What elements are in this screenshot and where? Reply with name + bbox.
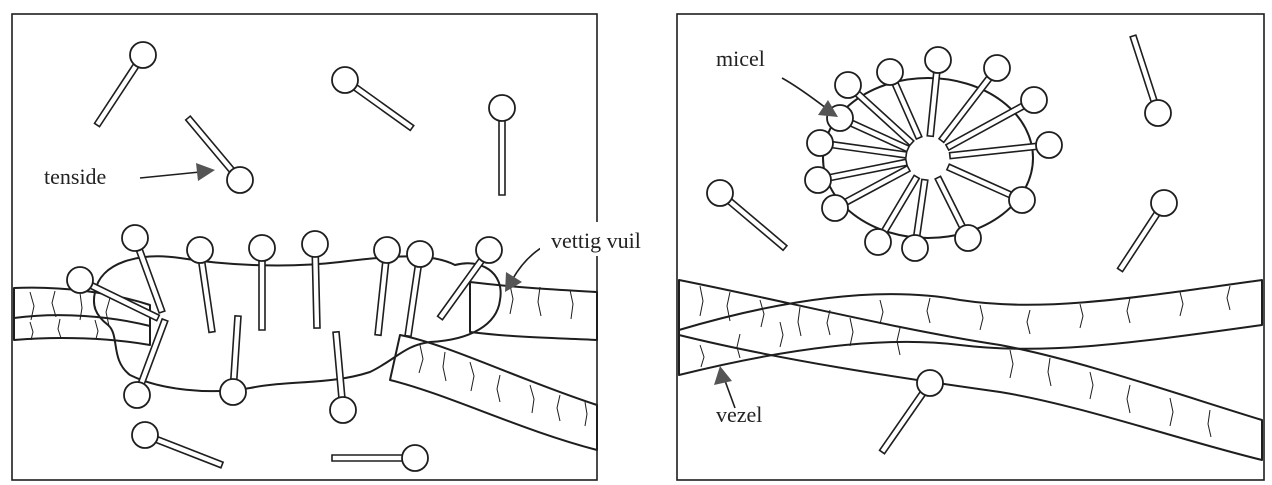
hydrophobic-tail	[939, 76, 991, 142]
hydrophobic-tail	[259, 261, 265, 330]
surfactant-molecule	[220, 316, 246, 405]
hydrophobic-tail	[914, 179, 928, 235]
hydrophilic-head	[489, 95, 515, 121]
hydrophobic-tail	[332, 455, 402, 461]
hydrophilic-head	[132, 422, 158, 448]
hydrophobic-tail	[947, 164, 1011, 197]
micel-arrow	[782, 78, 838, 117]
surfactant-molecule	[124, 319, 168, 408]
hydrophilic-head	[187, 237, 213, 263]
surfactant-molecule	[94, 42, 156, 127]
fat-droplet	[94, 256, 501, 391]
micel-label: micel	[716, 46, 765, 71]
hydrophilic-head	[124, 382, 150, 408]
hydrophilic-head	[805, 167, 831, 193]
hydrophilic-head	[807, 130, 833, 156]
hydrophilic-head	[877, 59, 903, 85]
surfactant-molecule	[186, 116, 253, 193]
right-panel: micel vezel	[677, 14, 1264, 480]
hydrophobic-tail	[927, 73, 939, 137]
hydrophobic-tail	[946, 104, 1024, 150]
hydrophobic-tail	[231, 316, 241, 379]
surfactant-molecule	[947, 164, 1035, 213]
surfactant-molecule	[187, 237, 215, 332]
hydrophilic-head	[1036, 132, 1062, 158]
micelle-fat-core	[823, 78, 1033, 238]
hydrophilic-head	[902, 235, 928, 261]
hydrophobic-tail	[950, 143, 1037, 158]
hydrophilic-head	[407, 241, 433, 267]
surfactant-molecule	[880, 370, 943, 454]
hydrophilic-head	[249, 235, 275, 261]
hydrophilic-head	[330, 397, 356, 423]
hydrophobic-tail	[1117, 212, 1159, 271]
hydrophilic-head	[835, 72, 861, 98]
hydrophilic-head	[374, 237, 400, 263]
hydrophobic-tail	[880, 392, 926, 454]
right-surfactants	[707, 35, 1177, 454]
hydrophilic-head	[1145, 100, 1171, 126]
tenside-arrow	[140, 163, 215, 181]
hydrophobic-tail	[354, 85, 414, 130]
hydrophobic-tail	[139, 319, 168, 384]
hydrophobic-tail	[312, 257, 320, 328]
hydrophobic-tail	[137, 249, 165, 313]
hydrophobic-tail	[438, 259, 484, 320]
left-surfactants	[67, 42, 515, 471]
hydrophobic-tail	[1130, 35, 1157, 101]
hydrophilic-head	[917, 370, 943, 396]
hydrophilic-head	[130, 42, 156, 68]
vezel-label: vezel	[716, 402, 762, 427]
surfactant-molecule	[707, 180, 787, 250]
hydrophilic-head	[227, 167, 253, 193]
hydrophobic-tail	[199, 262, 215, 332]
hydrophobic-tail	[728, 199, 787, 250]
left-panel: tenside vettig vuil	[12, 14, 660, 480]
right-fibers	[679, 280, 1262, 460]
hydrophobic-tail	[375, 263, 389, 336]
micelle	[805, 47, 1062, 261]
hydrophobic-tail	[935, 176, 965, 227]
hydrophilic-head	[1021, 87, 1047, 113]
hydrophilic-head	[476, 237, 502, 263]
hydrophilic-head	[1009, 187, 1035, 213]
hydrophobic-tail	[405, 266, 421, 336]
surfactant-molecule	[489, 95, 515, 195]
surfactant-molecule	[249, 235, 275, 330]
surfactant-molecule	[1130, 35, 1171, 126]
hydrophilic-head	[302, 231, 328, 257]
hydrophobic-tail	[499, 121, 505, 195]
hydrophilic-head	[925, 47, 951, 73]
surfactant-molecule	[332, 445, 428, 471]
hydrophilic-head	[332, 67, 358, 93]
hydrophilic-head	[707, 180, 733, 206]
hydrophilic-head	[122, 225, 148, 251]
surfactant-molecule	[374, 237, 400, 335]
hydrophobic-tail	[156, 437, 223, 468]
hydrophilic-head	[865, 229, 891, 255]
hydrophobic-tail	[186, 116, 234, 172]
surfactant-molecule	[332, 67, 414, 130]
hydrophilic-head	[822, 195, 848, 221]
surfactant-molecule	[302, 231, 328, 328]
hydrophilic-head	[220, 379, 246, 405]
left-fibers	[14, 282, 597, 450]
surfactant-molecule	[1117, 190, 1177, 272]
surfactant-molecule	[925, 47, 951, 136]
hydrophobic-tail	[94, 64, 138, 126]
tenside-label: tenside	[44, 164, 106, 189]
hydrophobic-tail	[333, 332, 345, 398]
hydrophilic-head	[984, 55, 1010, 81]
surfactant-molecule	[935, 176, 981, 251]
vettig-vuil-label: vettig vuil	[551, 228, 641, 253]
hydrophilic-head	[955, 225, 981, 251]
surfactant-molecule	[132, 422, 223, 468]
hydrophilic-head	[1151, 190, 1177, 216]
hydrophilic-head	[67, 267, 93, 293]
surfactant-molecule	[405, 241, 433, 336]
hydrophobic-tail	[90, 283, 159, 321]
hydrophilic-head	[402, 445, 428, 471]
